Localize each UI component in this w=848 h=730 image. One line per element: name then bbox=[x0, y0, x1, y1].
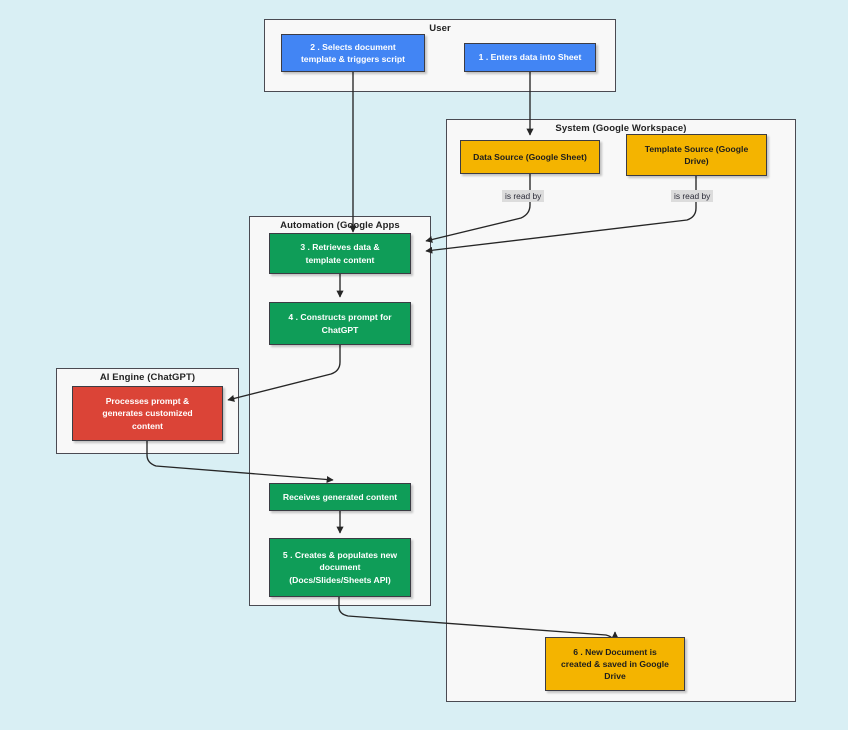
cluster-automation-label: Automation (Google Apps bbox=[280, 220, 400, 231]
node-retrieves-data-template-content[interactable]: 3 . Retrieves data & template content bbox=[269, 233, 411, 274]
cluster-system-label: System (Google Workspace) bbox=[555, 123, 687, 134]
node-selects-document-template[interactable]: 2 . Selects document template & triggers… bbox=[281, 34, 425, 72]
edge-label-is-read-by-data-source: is read by bbox=[502, 190, 545, 202]
node-label: 1 . Enters data into Sheet bbox=[478, 52, 582, 63]
node-label: 3 . Retrieves data & template content bbox=[300, 242, 380, 265]
cluster-user-label: User bbox=[429, 23, 451, 34]
edge-label-is-read-by-template-source: is read by bbox=[671, 190, 714, 202]
node-label: 6 . New Document is created & saved in G… bbox=[561, 646, 669, 682]
node-processes-prompt-generates-content[interactable]: Processes prompt & generates customized … bbox=[72, 386, 223, 441]
node-label: Data Source (Google Sheet) bbox=[473, 151, 587, 162]
edge-label-text: is read by bbox=[674, 191, 711, 201]
node-label: 5 . Creates & populates new document (Do… bbox=[282, 550, 398, 585]
node-enters-data-into-sheet[interactable]: 1 . Enters data into Sheet bbox=[464, 43, 596, 72]
node-constructs-prompt-for-chatgpt[interactable]: 4 . Constructs prompt for ChatGPT bbox=[269, 302, 411, 345]
node-label: 2 . Selects document template & triggers… bbox=[300, 41, 406, 64]
cluster-system: System (Google Workspace) bbox=[446, 119, 796, 702]
node-creates-populates-new-document[interactable]: 5 . Creates & populates new document (Do… bbox=[269, 538, 411, 597]
node-template-source-google-drive[interactable]: Template Source (Google Drive) bbox=[626, 134, 767, 176]
edge-label-text: is read by bbox=[505, 191, 542, 201]
node-label: Processes prompt & generates customized … bbox=[102, 396, 193, 431]
node-label: Receives generated content bbox=[282, 491, 398, 502]
node-data-source-google-sheet[interactable]: Data Source (Google Sheet) bbox=[460, 140, 600, 174]
node-label: Template Source (Google Drive) bbox=[644, 143, 749, 166]
node-label: 4 . Constructs prompt for ChatGPT bbox=[288, 312, 392, 335]
node-receives-generated-content[interactable]: Receives generated content bbox=[269, 483, 411, 511]
node-new-document-created-saved[interactable]: 6 . New Document is created & saved in G… bbox=[545, 637, 685, 691]
cluster-ai-engine-label: AI Engine (ChatGPT) bbox=[99, 372, 196, 383]
